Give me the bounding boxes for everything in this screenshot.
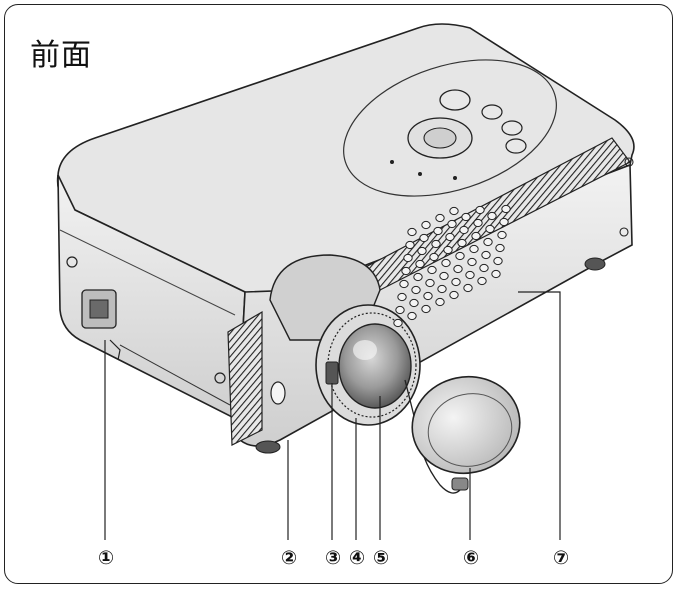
callout-5: ⑤	[372, 547, 390, 569]
focus-ring	[327, 312, 417, 418]
front-left-vent	[227, 310, 263, 446]
vent-hole	[405, 240, 415, 250]
vent-hole	[459, 225, 469, 235]
vent-hole	[455, 251, 465, 261]
vent-hole	[423, 291, 433, 301]
vent-hole	[445, 232, 455, 242]
callout-2: ②	[280, 547, 298, 569]
vent-hole	[417, 246, 427, 256]
page-title: 前面	[30, 38, 92, 73]
vent-hole	[463, 283, 473, 293]
vent-hole	[397, 292, 407, 302]
vent-hole	[483, 237, 493, 247]
vent-hole	[435, 213, 445, 223]
vent-hole	[421, 220, 431, 230]
callout-4: ④	[348, 547, 366, 569]
vent-hole	[467, 257, 477, 267]
vent-hole	[395, 305, 405, 315]
control-panel-outline	[343, 59, 557, 197]
vent-hole	[429, 252, 439, 262]
vent-hole	[471, 231, 481, 241]
vent-hole	[481, 250, 491, 260]
lens-assembly	[269, 254, 421, 426]
vent-hole	[493, 256, 503, 266]
callout-6: ⑥	[462, 547, 480, 569]
vent-hole	[497, 230, 507, 240]
vent-hole	[425, 278, 435, 288]
lens-glass	[338, 323, 412, 409]
vent-hole	[447, 219, 457, 229]
lens-cap	[404, 375, 521, 494]
vent-hole	[449, 290, 459, 300]
vent-hole	[451, 277, 461, 287]
vent-hole	[411, 285, 421, 295]
vent-hole	[449, 206, 459, 216]
vent-hole	[465, 270, 475, 280]
vent-hole	[437, 284, 447, 294]
vent-hole	[427, 265, 437, 275]
vent-hole	[419, 233, 429, 243]
vent-hole	[491, 269, 501, 279]
vent-hole	[435, 297, 445, 307]
vent-hole	[469, 244, 479, 254]
vent-hole	[399, 279, 409, 289]
vent-hole	[403, 253, 413, 263]
vent-hole	[439, 271, 449, 281]
vent-hole	[485, 224, 495, 234]
vent-hole	[475, 205, 485, 215]
callout-7: ⑦	[552, 547, 570, 569]
vent-hole	[421, 304, 431, 314]
vent-hole	[413, 272, 423, 282]
vent-hole	[457, 238, 467, 248]
vent-hole	[401, 266, 411, 276]
control-panel-buttons	[390, 89, 527, 180]
vent-hole	[461, 212, 471, 222]
vent-hole	[433, 226, 443, 236]
vent-hole	[393, 318, 403, 328]
vent-hole	[479, 263, 489, 273]
vent-hole	[415, 259, 425, 269]
callout-1: ①	[97, 547, 115, 569]
vent-hole	[487, 211, 497, 221]
vent-hole	[407, 227, 417, 237]
zoom-lever	[325, 361, 339, 385]
vent-hole	[495, 243, 505, 253]
vent-hole	[431, 239, 441, 249]
vent-hole	[477, 276, 487, 286]
vent-hole	[409, 298, 419, 308]
vent-hole	[473, 218, 483, 228]
vent-hole	[441, 258, 451, 268]
vent-hole	[443, 245, 453, 255]
vent-hole	[407, 311, 417, 321]
projector-feet	[255, 257, 606, 454]
vent-hole	[501, 204, 511, 214]
front-vent-grille	[393, 204, 511, 328]
callout-3: ③	[324, 547, 342, 569]
vent-hole	[453, 264, 463, 274]
vent-hole	[499, 217, 509, 227]
ir-receiver	[270, 381, 286, 405]
callout-leader-lines	[104, 291, 561, 540]
